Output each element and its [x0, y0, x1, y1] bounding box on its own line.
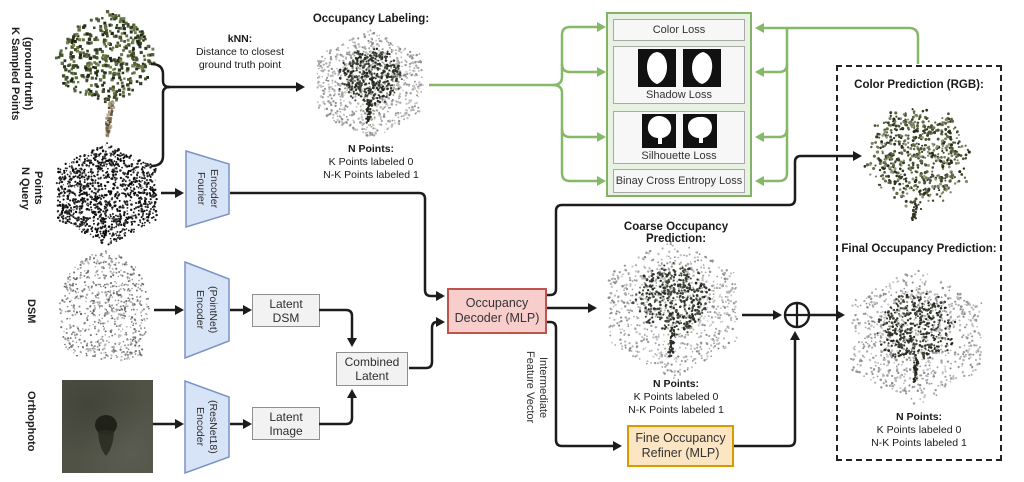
label-dsm: DSM [24, 290, 37, 332]
shadow-loss-label: Shadow Loss [645, 89, 713, 101]
occ-caption-title: N Points: [347, 143, 395, 155]
shadow-mask-left [637, 49, 676, 87]
knn-title: kNN: [227, 33, 253, 45]
label-k-sampled-line2: (ground truth) [22, 37, 34, 111]
label-n-query-line1: N Query [19, 166, 31, 210]
knn-annotation: kNN: Distance to closest ground truth po… [170, 33, 310, 72]
intermediate-feature-vector-label: Intermediate Feature Vector [523, 340, 549, 435]
dsm-pointcloud-image [54, 248, 154, 362]
latent-image-line2: Image [269, 423, 303, 438]
color-loss-box: Color Loss [613, 19, 745, 41]
bce-loss-box: Binay Cross Entropy Loss [613, 169, 745, 193]
knn-line1: Distance to closest [195, 46, 285, 58]
label-dsm-text: DSM [25, 298, 37, 324]
pointnet-encoder: Encoder (PointNet) [193, 261, 219, 359]
decoder-line2: Decoder (MLP) [454, 311, 540, 325]
coarse-caption-line1: K Points labeled 0 [633, 391, 719, 403]
resnet-encoder: Encoder (ResNet18) [193, 380, 219, 474]
occupancy-labeling-title: Occupancy Labeling: [312, 13, 430, 25]
label-k-sampled-points: K Sampled Points (ground truth) [8, 8, 34, 140]
latent-dsm-line1: Latent [269, 296, 303, 311]
resnet-line2: (ResNet18) [207, 400, 219, 454]
label-n-query-line2: Points [32, 171, 44, 205]
orthophoto-tree-blob [95, 415, 117, 456]
coarse-caption-title: N Points: [652, 378, 700, 390]
latent-image-line1: Latent [269, 409, 303, 424]
final-caption-line1: K Points labeled 0 [876, 424, 962, 436]
final-caption-line2: N-K Points labeled 1 [871, 437, 967, 449]
occupancy-labeling-caption: N Points: K Points labeled 0 N-K Points … [291, 143, 451, 182]
silhouette-loss-thumbnails [641, 113, 717, 148]
label-k-sampled-line1: K Sampled Points [9, 27, 21, 121]
latent-dsm-line2: DSM [272, 310, 300, 325]
orthophoto-image [62, 380, 153, 473]
resnet-line1: Encoder [194, 407, 206, 447]
silhouette-loss-label: Silhouette Loss [641, 149, 717, 162]
final-caption-title: N Points: [895, 411, 943, 423]
final-prediction-title: Final Occupancy Prediction: [841, 243, 997, 255]
ground-truth-tree-pointcloud-image [50, 5, 162, 139]
pointnet-encoder-shape [184, 261, 230, 359]
refiner-line1: Fine Occupancy [635, 431, 726, 445]
fourier-line2: Encoder [208, 169, 220, 209]
occ-caption-line2: N-K Points labeled 1 [323, 169, 419, 181]
coarse-prediction-cube-image [600, 236, 746, 382]
loss-panel: Color Loss Shadow Loss Silhouette Loss B… [606, 12, 752, 197]
query-points-cube-image [50, 141, 163, 248]
label-orthophoto-text: Orthophoto [25, 390, 37, 452]
coarse-prediction-title: Coarse Occupancy Prediction: [623, 221, 729, 245]
bce-loss-label: Binay Cross Entropy Loss [615, 175, 743, 187]
knn-line2: ground truth point [198, 59, 282, 71]
shadow-loss-box: Shadow Loss [613, 46, 745, 104]
color-prediction-title: Color Prediction (RGB): [854, 79, 984, 91]
occupancy-labeling-cube-image [310, 28, 430, 142]
intermediate-line2: Feature Vector [524, 351, 536, 424]
combined-latent-line1: Combined [344, 355, 400, 369]
combined-latent-line2: Latent [355, 369, 389, 383]
prediction-output-dashed-box [836, 65, 1002, 461]
pointnet-line2: (PointNet) [207, 286, 219, 334]
decoder-line1: Occupancy [465, 296, 529, 310]
intermediate-line1: Intermediate [537, 356, 549, 419]
shadow-mask-right [682, 49, 721, 87]
final-prediction-cube-image [843, 266, 990, 409]
fourier-encoder-shape [185, 150, 230, 228]
pointnet-line1: Encoder [194, 290, 206, 330]
coarse-caption-line2: N-K Points labeled 1 [628, 404, 724, 416]
silhouette-mask-left [641, 113, 676, 148]
fourier-line1: Fourier [195, 172, 207, 206]
silhouette-loss-box: Silhouette Loss [613, 111, 745, 164]
shadow-loss-thumbnails [637, 49, 721, 87]
label-orthophoto: Orthophoto [24, 380, 37, 462]
occ-caption-line1: K Points labeled 0 [328, 156, 414, 168]
silhouette-mask-right [682, 113, 717, 148]
color-prediction-tree-image [856, 97, 980, 223]
label-n-query-points: N Query Points [18, 148, 44, 228]
resnet-encoder-shape [184, 380, 230, 474]
fourier-encoder: Fourier Encoder [194, 150, 220, 228]
color-loss-label: Color Loss [652, 24, 706, 36]
coarse-prediction-caption: N Points: K Points labeled 0 N-K Points … [596, 378, 756, 417]
refiner-line2: Refiner (MLP) [641, 446, 720, 460]
final-prediction-caption: N Points: K Points labeled 0 N-K Points … [838, 411, 1000, 450]
